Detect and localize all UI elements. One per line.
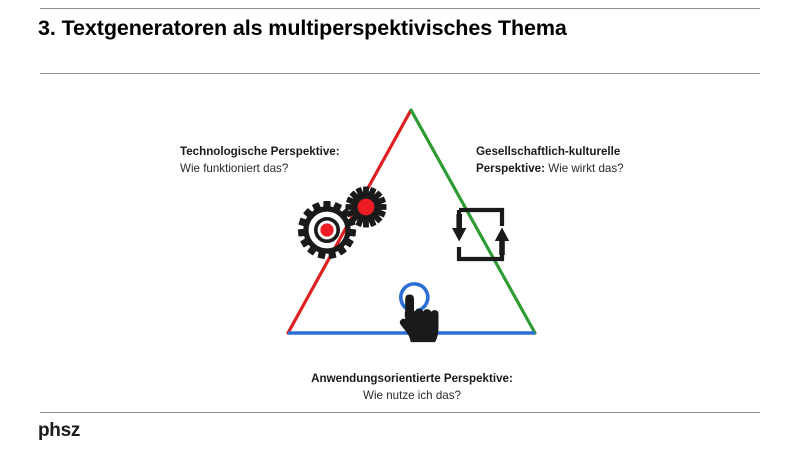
label-societal-heading-2: Perspektive: [476,161,545,175]
gear-large-center-dot [320,223,334,237]
gears-icon [297,186,387,259]
perspectives-triangle-diagram [0,90,800,400]
tap-ring-icon [399,282,430,313]
gear-large-icon [297,201,357,259]
gear-small-center-dot [357,198,375,216]
triangle-side-right-societal [409,108,537,335]
label-application-question: Wie nutze ich das? [363,388,461,402]
label-technological-heading: Technologische Perspektive: [180,145,340,158]
loop-arrow-down-icon [452,214,467,242]
phsz-logo: phsz [38,420,81,441]
label-technological-question: Wie funktioniert das? [180,161,289,175]
label-societal-question: Wie wirkt das? [548,161,624,175]
header-rule-top [40,8,760,9]
label-societal-heading: Gesellschaftlich-kulturelle [476,145,621,158]
label-application-perspective: Anwendungsorientierte Perspektive: Wie n… [288,371,536,405]
label-application-heading: Anwendungsorientierte Perspektive: [311,372,513,385]
label-technological-perspective: Technologische Perspektive: Wie funktion… [180,144,370,178]
label-societal-perspective: Gesellschaftlich-kulturelle Perspektive:… [476,144,676,178]
page-title: 3. Textgeneratoren als multiperspektivis… [38,16,567,40]
header-rule-bottom [40,73,760,74]
loop-arrow-up-icon [494,227,510,255]
hand-pointer-icon [399,294,439,343]
cycle-loop-icon [452,207,510,262]
footer-rule [40,412,760,413]
tap-hand-icon [399,282,439,343]
